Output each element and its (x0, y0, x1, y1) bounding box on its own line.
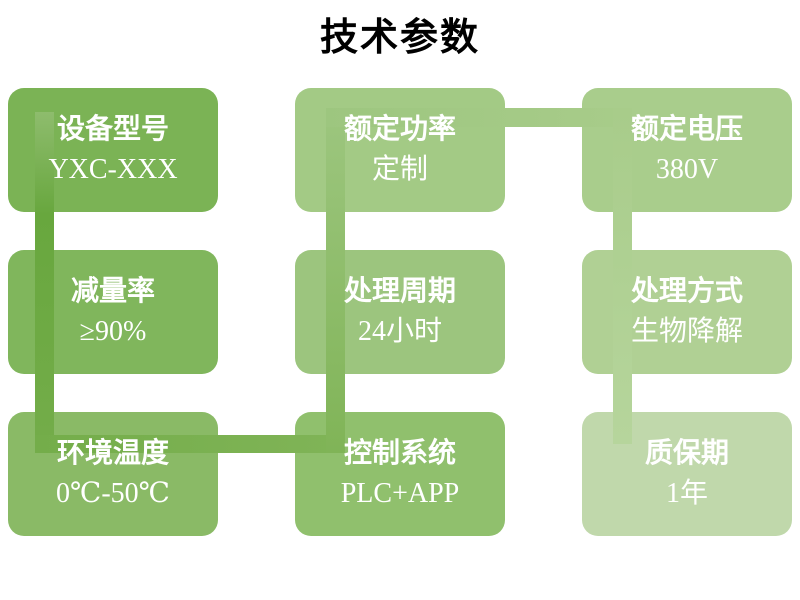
param-box-value: 生物降解 (630, 316, 743, 347)
param-box-value: 定制 (371, 154, 428, 185)
param-box-title: 处理周期 (343, 276, 456, 307)
param-box-title: 额定电压 (630, 114, 743, 145)
param-box-title: 处理方式 (630, 276, 743, 307)
param-box-value: YXC-XXX (48, 154, 178, 185)
param-box-control-system: 控制系统 PLC+APP (295, 412, 505, 536)
param-box-title: 减量率 (70, 276, 155, 307)
param-box-processing-cycle: 处理周期 24小时 (295, 250, 505, 374)
param-box-ambient-temperature: 环境温度 0℃-50℃ (8, 412, 218, 536)
param-box-title: 额定功率 (343, 114, 456, 145)
param-box-processing-method: 处理方式 生物降解 (582, 250, 792, 374)
param-box-value: 24小时 (357, 316, 442, 347)
param-box-value: PLC+APP (340, 478, 460, 509)
param-box-title: 设备型号 (56, 114, 169, 145)
param-box-device-model: 设备型号 YXC-XXX (8, 88, 218, 212)
param-box-rated-power: 额定功率 定制 (295, 88, 505, 212)
param-box-title: 质保期 (644, 438, 729, 469)
param-box-title: 控制系统 (343, 438, 456, 469)
param-box-reduction-rate: 减量率 ≥90% (8, 250, 218, 374)
param-box-value: 0℃-50℃ (56, 478, 170, 509)
parameters-grid: 设备型号 YXC-XXX 额定功率 定制 额定电压 380V 减量率 ≥90% … (8, 88, 792, 536)
page-title: 技术参数 (319, 17, 480, 59)
param-box-value: ≥90% (79, 316, 147, 347)
param-box-value: 380V (655, 154, 719, 185)
param-box-rated-voltage: 额定电压 380V (582, 88, 792, 212)
param-box-warranty-period: 质保期 1年 (582, 412, 792, 536)
param-box-value: 1年 (665, 478, 708, 509)
param-box-title: 环境温度 (56, 438, 169, 469)
